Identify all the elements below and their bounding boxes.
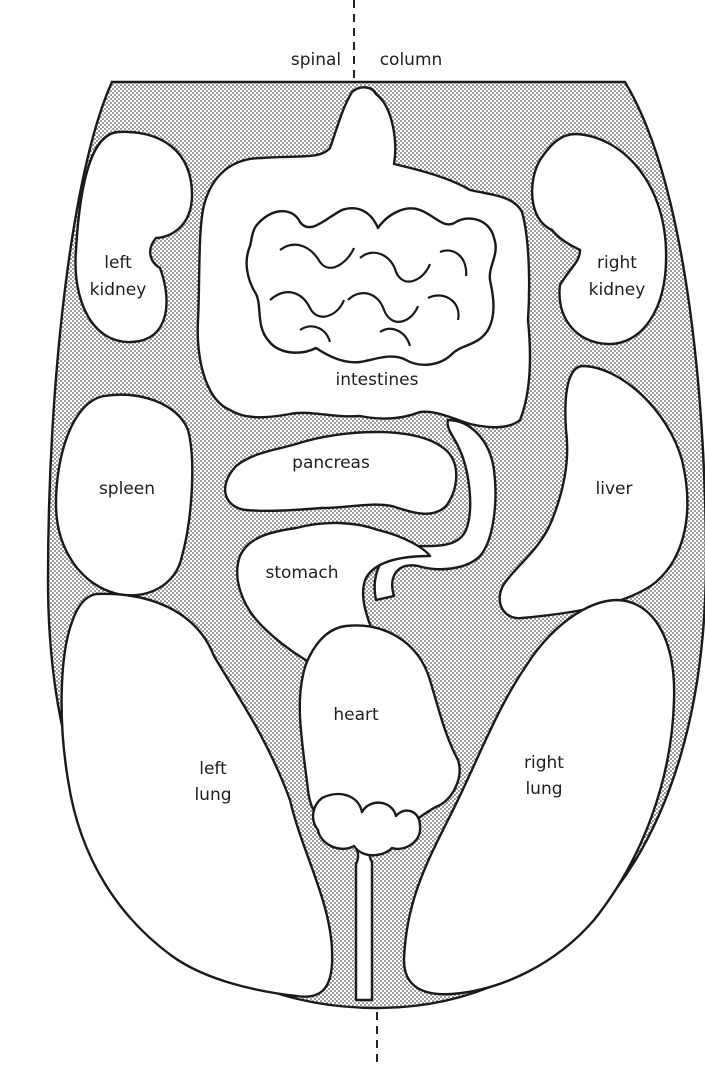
label-intestines: intestines [336,370,419,390]
label-right-kidney-line2: kidney [589,280,646,300]
label-stomach: stomach [265,563,338,583]
label-left-lung-line2: lung [194,785,231,805]
label-spleen: spleen [99,479,155,499]
label-right-kidney-line1: right [597,253,637,273]
label-left-kidney-line1: left [104,253,132,273]
label-column: column [380,50,443,70]
label-spinal: spinal [291,50,341,70]
label-heart: heart [333,705,379,725]
label-left-kidney-line2: kidney [90,280,147,300]
label-right-lung-line2: lung [525,779,562,799]
label-pancreas: pancreas [292,453,370,473]
label-right-lung-line1: right [524,753,564,773]
label-liver: liver [596,479,633,499]
intestine-coils [247,208,496,365]
label-left-lung-line1: left [199,759,227,779]
